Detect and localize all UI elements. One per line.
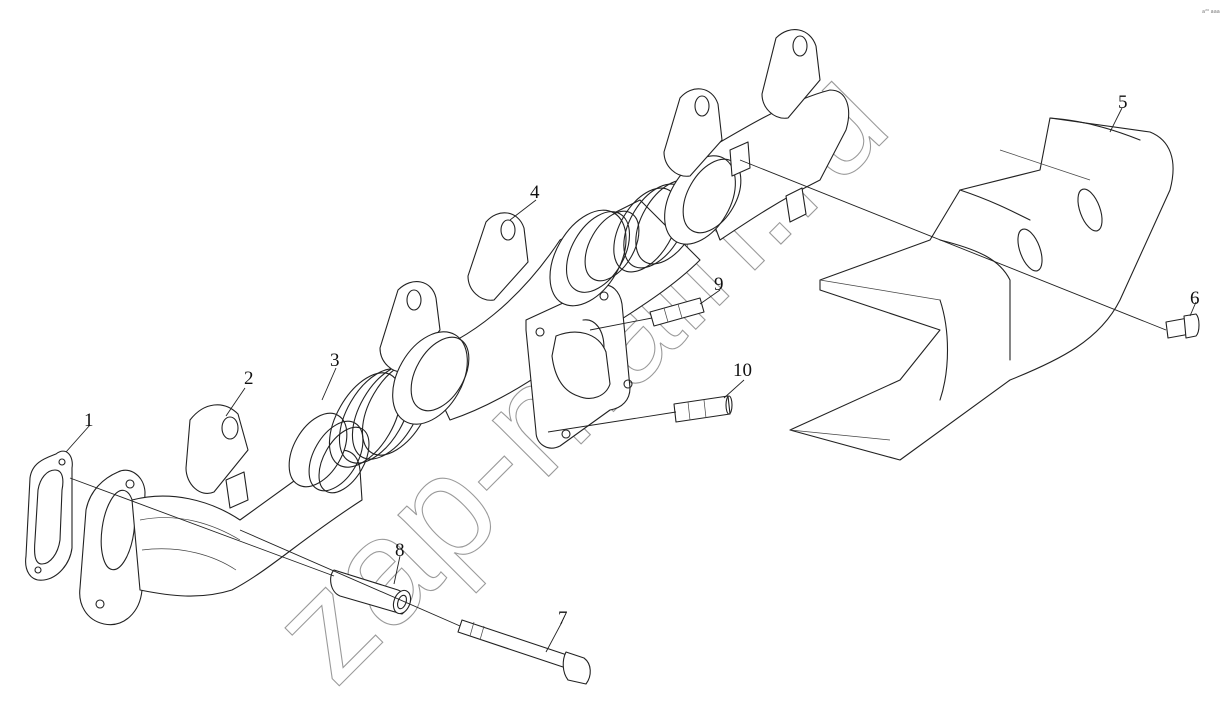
callout-7: 7 <box>558 608 568 629</box>
part-6-bolt <box>1165 313 1200 339</box>
callout-8: 8 <box>395 540 405 561</box>
callout-5: 5 <box>1118 92 1128 113</box>
part-10-stud <box>673 395 733 423</box>
part-8-sleeve <box>330 569 412 615</box>
corner-code: a²⁰ aaa <box>1202 9 1220 15</box>
part-9-stud <box>649 297 705 327</box>
part-7-long-bolt <box>457 619 591 685</box>
manifold-rear <box>663 29 850 245</box>
leader-lines <box>65 107 1197 653</box>
callout-9: 9 <box>714 274 724 295</box>
callout-labels: 1 2 3 4 5 6 7 8 9 10 <box>84 92 1200 629</box>
part-4-manifold-middle <box>379 179 701 449</box>
callout-4: 4 <box>530 182 540 203</box>
part-2-manifold-front <box>79 404 370 626</box>
part-1-gasket <box>25 450 73 581</box>
callout-10: 10 <box>733 360 752 381</box>
callout-3: 3 <box>330 350 340 371</box>
part-5-heat-shield <box>789 117 1174 461</box>
callout-1: 1 <box>84 410 94 431</box>
callout-6: 6 <box>1190 288 1200 309</box>
callout-2: 2 <box>244 368 254 389</box>
